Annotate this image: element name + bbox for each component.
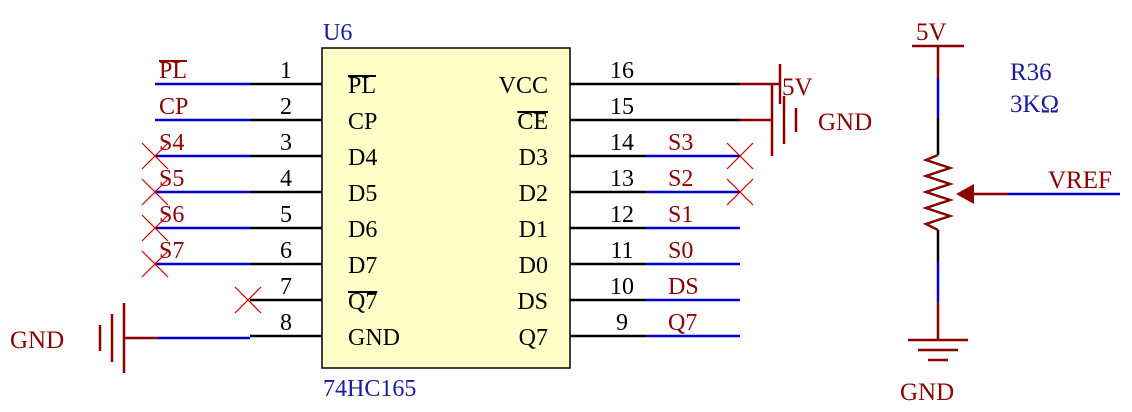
pin-number: 7 <box>280 274 292 300</box>
chip-designator: U6 <box>323 20 352 46</box>
pin-number: 2 <box>280 94 292 120</box>
no-connect-marker <box>234 286 262 314</box>
net-label: DS <box>668 274 699 300</box>
left-pin-5: 5D6 S6 <box>141 202 377 243</box>
wiper-arrow <box>956 184 974 204</box>
pin-name: D6 <box>348 217 377 243</box>
pin-number: 13 <box>610 166 634 192</box>
net-label: Q7 <box>668 310 697 336</box>
pin-number: 6 <box>280 238 292 264</box>
pin-name: D7 <box>348 253 377 279</box>
potentiometer-r36: 5V GND VREF R36 3KΩ <box>900 19 1120 406</box>
no-connect-marker <box>141 250 169 278</box>
net-label: S4 <box>159 130 184 156</box>
net-label: S5 <box>159 166 184 192</box>
no-connect-marker <box>726 142 754 170</box>
pin-name: CE <box>517 109 548 135</box>
pin-name: Q7 <box>348 289 377 315</box>
vcc-ce-power: 5V GND <box>740 64 872 156</box>
pin-name: GND <box>348 325 400 351</box>
pin-number: 14 <box>610 130 634 156</box>
gnd-right-label: GND <box>818 109 872 136</box>
pin-number: 16 <box>610 58 634 84</box>
r36-top-label: 5V <box>916 19 947 46</box>
right-pin-group: 16VCC15CE14D3S313D2S212D1S111D0S010DSDS9… <box>499 58 754 351</box>
vref-net-label: VREF <box>1048 167 1112 194</box>
left-pin-3: 3D4 S4 <box>141 130 377 171</box>
pin-number: 8 <box>280 310 292 336</box>
pin-name: D5 <box>348 181 377 207</box>
resistor-zigzag <box>922 153 954 232</box>
pin-number: 11 <box>610 238 633 264</box>
pin-number: 10 <box>610 274 634 300</box>
pin-number: 9 <box>616 310 628 336</box>
net-label: S6 <box>159 202 184 228</box>
net-label: PL <box>159 58 187 84</box>
gnd-left-symbol: GND <box>10 303 250 373</box>
net-label: S2 <box>668 166 693 192</box>
gnd-left-label: GND <box>10 327 64 354</box>
pin-number: 15 <box>610 94 634 120</box>
pin-name: DS <box>517 289 548 315</box>
chip-body <box>321 47 571 369</box>
chip-part-number: 74HC165 <box>323 376 416 402</box>
pin-name: D1 <box>519 217 548 243</box>
pin-name: VCC <box>499 73 548 99</box>
r36-value: 3KΩ <box>1010 91 1059 118</box>
net-label: S1 <box>668 202 693 228</box>
pin-name: CP <box>348 109 377 135</box>
vcc-label: 5V <box>782 74 813 101</box>
pin-number: 12 <box>610 202 634 228</box>
pin-number: 5 <box>280 202 292 228</box>
pin-number: 1 <box>280 58 292 84</box>
pin-name: D2 <box>519 181 548 207</box>
pin-name: D4 <box>348 145 377 171</box>
net-label: S0 <box>668 238 693 264</box>
pin-name: D0 <box>519 253 548 279</box>
no-connect-marker <box>141 142 169 170</box>
pin-number: 4 <box>280 166 292 192</box>
pin-number: 3 <box>280 130 292 156</box>
no-connect-marker <box>141 214 169 242</box>
pin-name: D3 <box>519 145 548 171</box>
left-pin-7: 7Q7 <box>234 274 378 315</box>
net-label: S7 <box>159 238 184 264</box>
net-label: S3 <box>668 130 693 156</box>
r36-designator: R36 <box>1010 59 1052 86</box>
left-pin-6: 6D7 S7 <box>141 238 377 279</box>
pin-name: PL <box>348 73 376 99</box>
left-pin-4: 4D5 S5 <box>141 166 377 207</box>
net-label: CP <box>159 94 188 120</box>
no-connect-marker <box>141 178 169 206</box>
no-connect-marker <box>726 178 754 206</box>
pin-name: Q7 <box>519 325 548 351</box>
r36-bottom-label: GND <box>900 379 954 406</box>
